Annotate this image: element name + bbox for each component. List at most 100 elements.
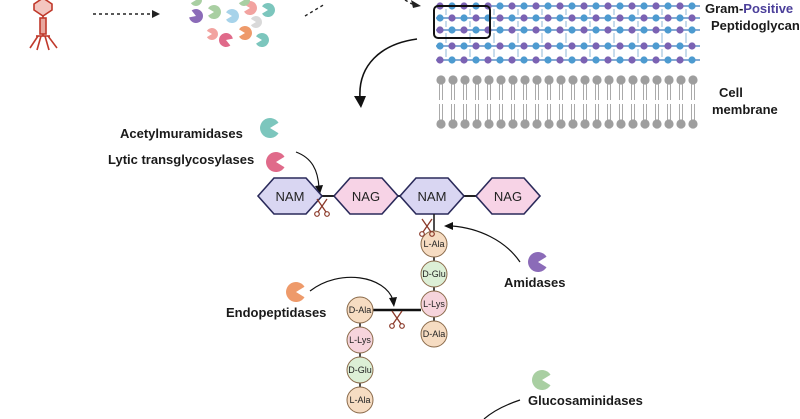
- sugar-label: NAG: [352, 189, 380, 204]
- amino-acid-label: D-Glu: [422, 269, 446, 279]
- arrow-glucosaminidases: [483, 399, 521, 419]
- sugar-bead: [664, 26, 672, 34]
- sugar-bead: [628, 42, 636, 50]
- sugar-label: NAG: [494, 189, 522, 204]
- sugar-bead: [580, 26, 588, 34]
- sugar-bead: [604, 42, 612, 50]
- sugar-bead: [436, 42, 444, 50]
- endopeptidase-icon: [286, 282, 305, 302]
- sugar-bead: [580, 14, 588, 22]
- sugar-bead: [496, 42, 504, 50]
- zoom-box: [433, 5, 491, 39]
- sugar-bead: [676, 2, 684, 10]
- dashed-arrow: [93, 10, 160, 18]
- sugar-bead: [652, 42, 660, 50]
- amino-acid: L-Ala: [420, 230, 448, 258]
- sugar-bead: [556, 26, 564, 34]
- sugar-bead: [580, 42, 588, 50]
- sugar-bead: [652, 2, 660, 10]
- sugar-bead: [460, 26, 468, 34]
- amidase-icon: [528, 252, 547, 273]
- sugar-bead: [544, 26, 552, 34]
- amino-acid: D-Ala: [420, 320, 448, 348]
- sugar-bead: [508, 42, 516, 50]
- sugar-bead: [508, 14, 516, 22]
- sugar-bead: [484, 42, 492, 50]
- sugar-bead: [664, 2, 672, 10]
- sugar-bead: [604, 2, 612, 10]
- sugar-bead: [508, 56, 516, 64]
- sugar-bead: [460, 42, 468, 50]
- sugar-bead: [616, 26, 624, 34]
- sugar-bead: [472, 14, 480, 22]
- sugar-bead: [448, 14, 456, 22]
- sugar-bead: [568, 2, 576, 10]
- sugar-bead: [604, 14, 612, 22]
- glycan-strand: [436, 26, 700, 34]
- sugar-bead: [568, 26, 576, 34]
- enzyme-icon: [219, 33, 233, 47]
- sugar-bead: [556, 2, 564, 10]
- sugar-bead: [448, 42, 456, 50]
- sugar-bead: [448, 56, 456, 64]
- sugar-bead: [616, 14, 624, 22]
- enzyme-icons: [260, 118, 551, 390]
- sugar-bead: [688, 42, 696, 50]
- sugar-bead: [688, 56, 696, 64]
- sugar-bead: [616, 2, 624, 10]
- sugar-bead: [616, 42, 624, 50]
- sugar-bead: [520, 42, 528, 50]
- sugar-bead: [568, 56, 576, 64]
- scissors-icon: [314, 198, 330, 217]
- sugar-label: NAM: [276, 189, 305, 204]
- sugar-bead: [520, 56, 528, 64]
- cell-membrane-label-line2: membrane: [712, 102, 778, 117]
- sugar-bead: [568, 14, 576, 22]
- sugar-bead: [472, 56, 480, 64]
- lytic-transglycosylases-label: Lytic transglycosylases: [108, 152, 254, 167]
- amino-acid-label: L-Ala: [349, 395, 370, 405]
- sugar-bead: [640, 2, 648, 10]
- amino-acid-label: D-Glu: [348, 365, 372, 375]
- sugar-bead: [592, 2, 600, 10]
- sugar-bead: [556, 14, 564, 22]
- enzyme-icon: [262, 3, 275, 17]
- sugar-bead: [556, 42, 564, 50]
- sugar-bead: [532, 2, 540, 10]
- enzyme-icon: [256, 32, 269, 47]
- sugar-bead: [460, 56, 468, 64]
- scissors-icons: [314, 198, 435, 329]
- sugar-bead: [580, 2, 588, 10]
- sugar-bead: [496, 2, 504, 10]
- sugar-bead: [604, 26, 612, 34]
- sugar-bead: [520, 26, 528, 34]
- amino-acid-label: L-Ala: [423, 239, 444, 249]
- sugar-bead: [676, 14, 684, 22]
- sugar-bead: [556, 56, 564, 64]
- arrow-head: [444, 222, 453, 230]
- dashed-arrow-2: [304, 3, 326, 17]
- amino-acid: D-Glu: [346, 356, 374, 384]
- sugar-bead: [592, 26, 600, 34]
- sugar-bead: [676, 26, 684, 34]
- sugar-bead: [592, 14, 600, 22]
- sugar-bead: [652, 56, 660, 64]
- sugar-bead: [436, 56, 444, 64]
- amino-acid-label: D-Ala: [349, 305, 372, 315]
- nag-hexagon: NAG: [474, 177, 542, 215]
- glycan-strand: [436, 56, 700, 64]
- sugar-bead: [592, 56, 600, 64]
- sugar-bead: [664, 56, 672, 64]
- enzyme-icon: [226, 9, 239, 23]
- amino-acid: L-Lys: [346, 326, 374, 354]
- sugar-bead: [664, 42, 672, 50]
- enzyme-icon: [238, 0, 251, 6]
- sugar-bead: [484, 56, 492, 64]
- sugar-bead: [640, 42, 648, 50]
- sugar-bead: [448, 26, 456, 34]
- sugar-bead: [688, 2, 696, 10]
- sugar-bead: [652, 14, 660, 22]
